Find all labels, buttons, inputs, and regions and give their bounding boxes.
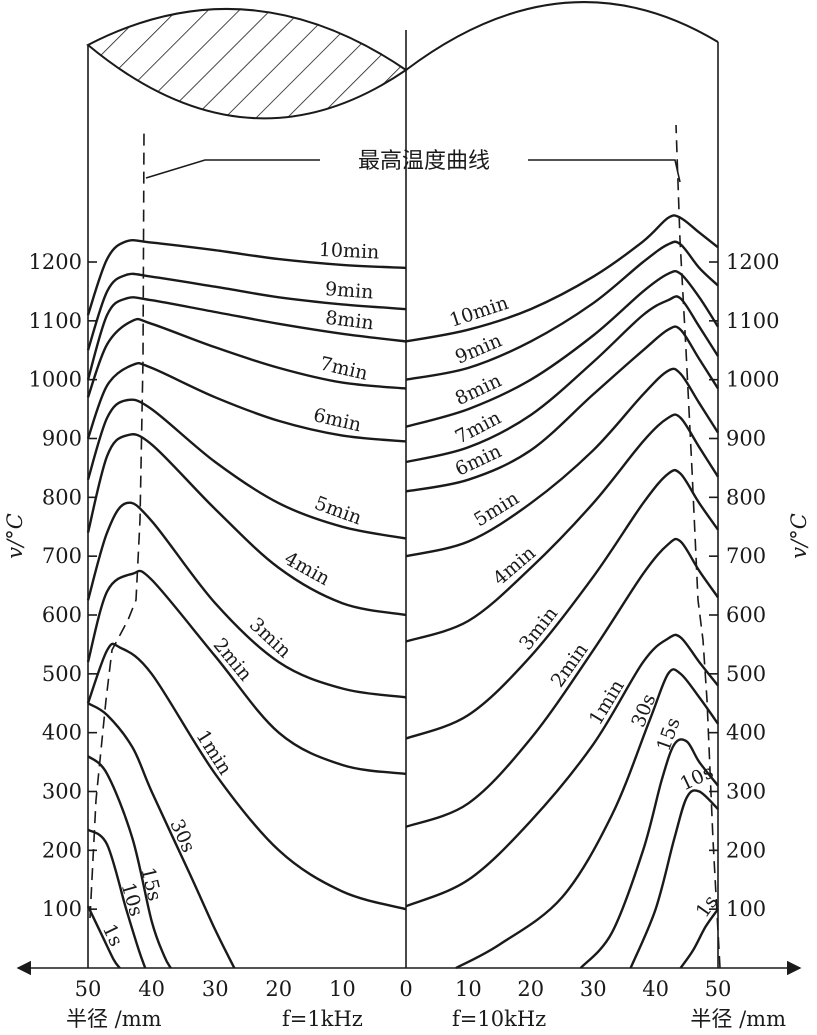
curve-10khz-30s: [455, 668, 719, 970]
curve-1khz-4min: [86, 433, 407, 617]
curve-1khz-7min: [86, 317, 407, 398]
curve-10khz-1s: [679, 908, 719, 969]
x-tick-label-left: 20: [265, 977, 292, 1001]
y-tick-label-right: 600: [726, 603, 766, 627]
y-tick-label-right: 500: [726, 662, 766, 686]
x-tick-label-left: 30: [202, 977, 229, 1001]
workpiece-section-right: [405, 1, 719, 71]
x-tick-label-right: 20: [517, 977, 544, 1001]
curve-10khz-5min: [405, 367, 720, 558]
y-tick-label-right: 800: [726, 485, 766, 509]
curve-label: 9min: [324, 278, 374, 303]
curve-10khz-1min: [405, 633, 719, 908]
x-tick-label-right: 40: [642, 977, 669, 1001]
curve-10khz-4min: [405, 413, 720, 643]
y-tick-label-right: 1000: [726, 368, 779, 392]
x-tick-label-left: 50: [75, 977, 102, 1001]
y-tick-label-left: 1100: [29, 309, 82, 333]
curve-10khz-3min: [405, 468, 719, 740]
curve-label: 10min: [318, 239, 379, 264]
title-leader-right: [528, 159, 681, 183]
curve-label: 2min: [547, 639, 593, 691]
curve-1khz-1min: [86, 642, 407, 911]
curve-label: 5min: [312, 492, 365, 529]
y-tick-label-left: 700: [42, 544, 82, 568]
curve-10khz-10s: [629, 789, 719, 969]
curve-label: 8min: [324, 307, 375, 335]
curve-label: 30s: [165, 816, 199, 856]
chart-title: 最高温度曲线: [358, 149, 490, 174]
curve-1khz-5min: [86, 398, 407, 540]
y-tick-label-left: 200: [42, 838, 82, 862]
y-tick-label-left: 100: [42, 897, 82, 921]
y-tick-label-right: 200: [726, 838, 766, 862]
curve-label: 9min: [452, 329, 505, 368]
y-tick-label-left: 600: [42, 603, 82, 627]
y-tick-label-left: 1000: [29, 368, 82, 392]
x-ticks: 50 40 30 20 10 0 10 20 30 40 50: [75, 977, 732, 1001]
y-tick-label-left: 500: [42, 662, 82, 686]
workpiece-section-left: [86, 7, 408, 120]
y-tick-label-left: 400: [42, 721, 82, 745]
y-tick-label-right: 1100: [726, 309, 779, 333]
curve-label: 15s: [653, 715, 685, 754]
curve-1khz-8min: [86, 296, 407, 381]
curve-1khz-10s: [87, 828, 147, 969]
x-axis-label-left: 半径 /mm: [66, 1007, 162, 1031]
y-tick-label-right: 400: [726, 721, 766, 745]
y-axis-label-right: v/°C: [787, 513, 811, 559]
curve-label: 1min: [585, 676, 629, 729]
y-axis-label-left: v/°C: [3, 513, 27, 559]
y-tick-label-left: 800: [42, 485, 82, 509]
temperature-curves: [86, 214, 720, 970]
curve-label: 4min: [281, 547, 334, 590]
curve-label: 30s: [627, 691, 660, 731]
max-temp-dash-right: [675, 124, 721, 969]
curve-10khz-9min: [405, 240, 719, 381]
curve-10khz-15s: [579, 738, 719, 969]
x-tick-label-right: 10: [455, 977, 482, 1001]
x-tick-label-right: 50: [705, 977, 732, 1001]
curve-1khz-1s: [86, 905, 121, 969]
x-axis-label-right: 半径 /mm: [690, 1007, 786, 1031]
x-tick-label-right: 30: [580, 977, 607, 1001]
y-tick-label-right: 700: [726, 544, 766, 568]
curve-label: 1s: [98, 921, 127, 950]
curve-10khz-2min: [405, 537, 719, 828]
title-leader-left: [145, 159, 320, 179]
y-ticks-left: 100 200 300 400 500 600 700 800 900 1000 1100 1200: [29, 250, 97, 921]
curve-1khz-15s: [87, 755, 172, 969]
curve-10khz-6min: [405, 325, 720, 493]
x-tick-label-left: 10: [329, 977, 356, 1001]
y-tick-label-right: 1200: [726, 250, 779, 274]
curve-10khz-10min: [405, 214, 719, 343]
curve-1khz-30s: [87, 702, 236, 969]
max-temp-dash-left: [89, 129, 145, 919]
curve-1khz-3min: [86, 501, 407, 699]
y-tick-label-left: 1200: [29, 250, 82, 274]
x-tick-label-left: 40: [138, 977, 165, 1001]
y-tick-label-left: 900: [42, 427, 82, 451]
curve-1khz-2min: [86, 569, 407, 776]
y-tick-label-right: 900: [726, 427, 766, 451]
frequency-label-right: f=10kHz: [452, 1007, 546, 1031]
curve-1khz-6min: [86, 361, 407, 443]
frequency-label-left: f=1kHz: [282, 1007, 363, 1031]
curve-10khz-7min: [405, 295, 720, 464]
curve-1khz-9min: [86, 272, 407, 351]
curve-10khz-8min: [405, 269, 720, 428]
curve-label: 1min: [192, 726, 237, 779]
x-tick-label-left: 0: [399, 977, 412, 1001]
y-ticks-right: 100 200 300 400 500 600 700 800 900 1000 1100 1200: [709, 250, 779, 921]
y-tick-label-left: 300: [42, 780, 82, 804]
y-tick-label-right: 300: [726, 780, 766, 804]
curve-label: 5min: [470, 487, 523, 531]
curve-1khz-10min: [86, 238, 407, 316]
y-tick-label-right: 100: [726, 897, 766, 921]
